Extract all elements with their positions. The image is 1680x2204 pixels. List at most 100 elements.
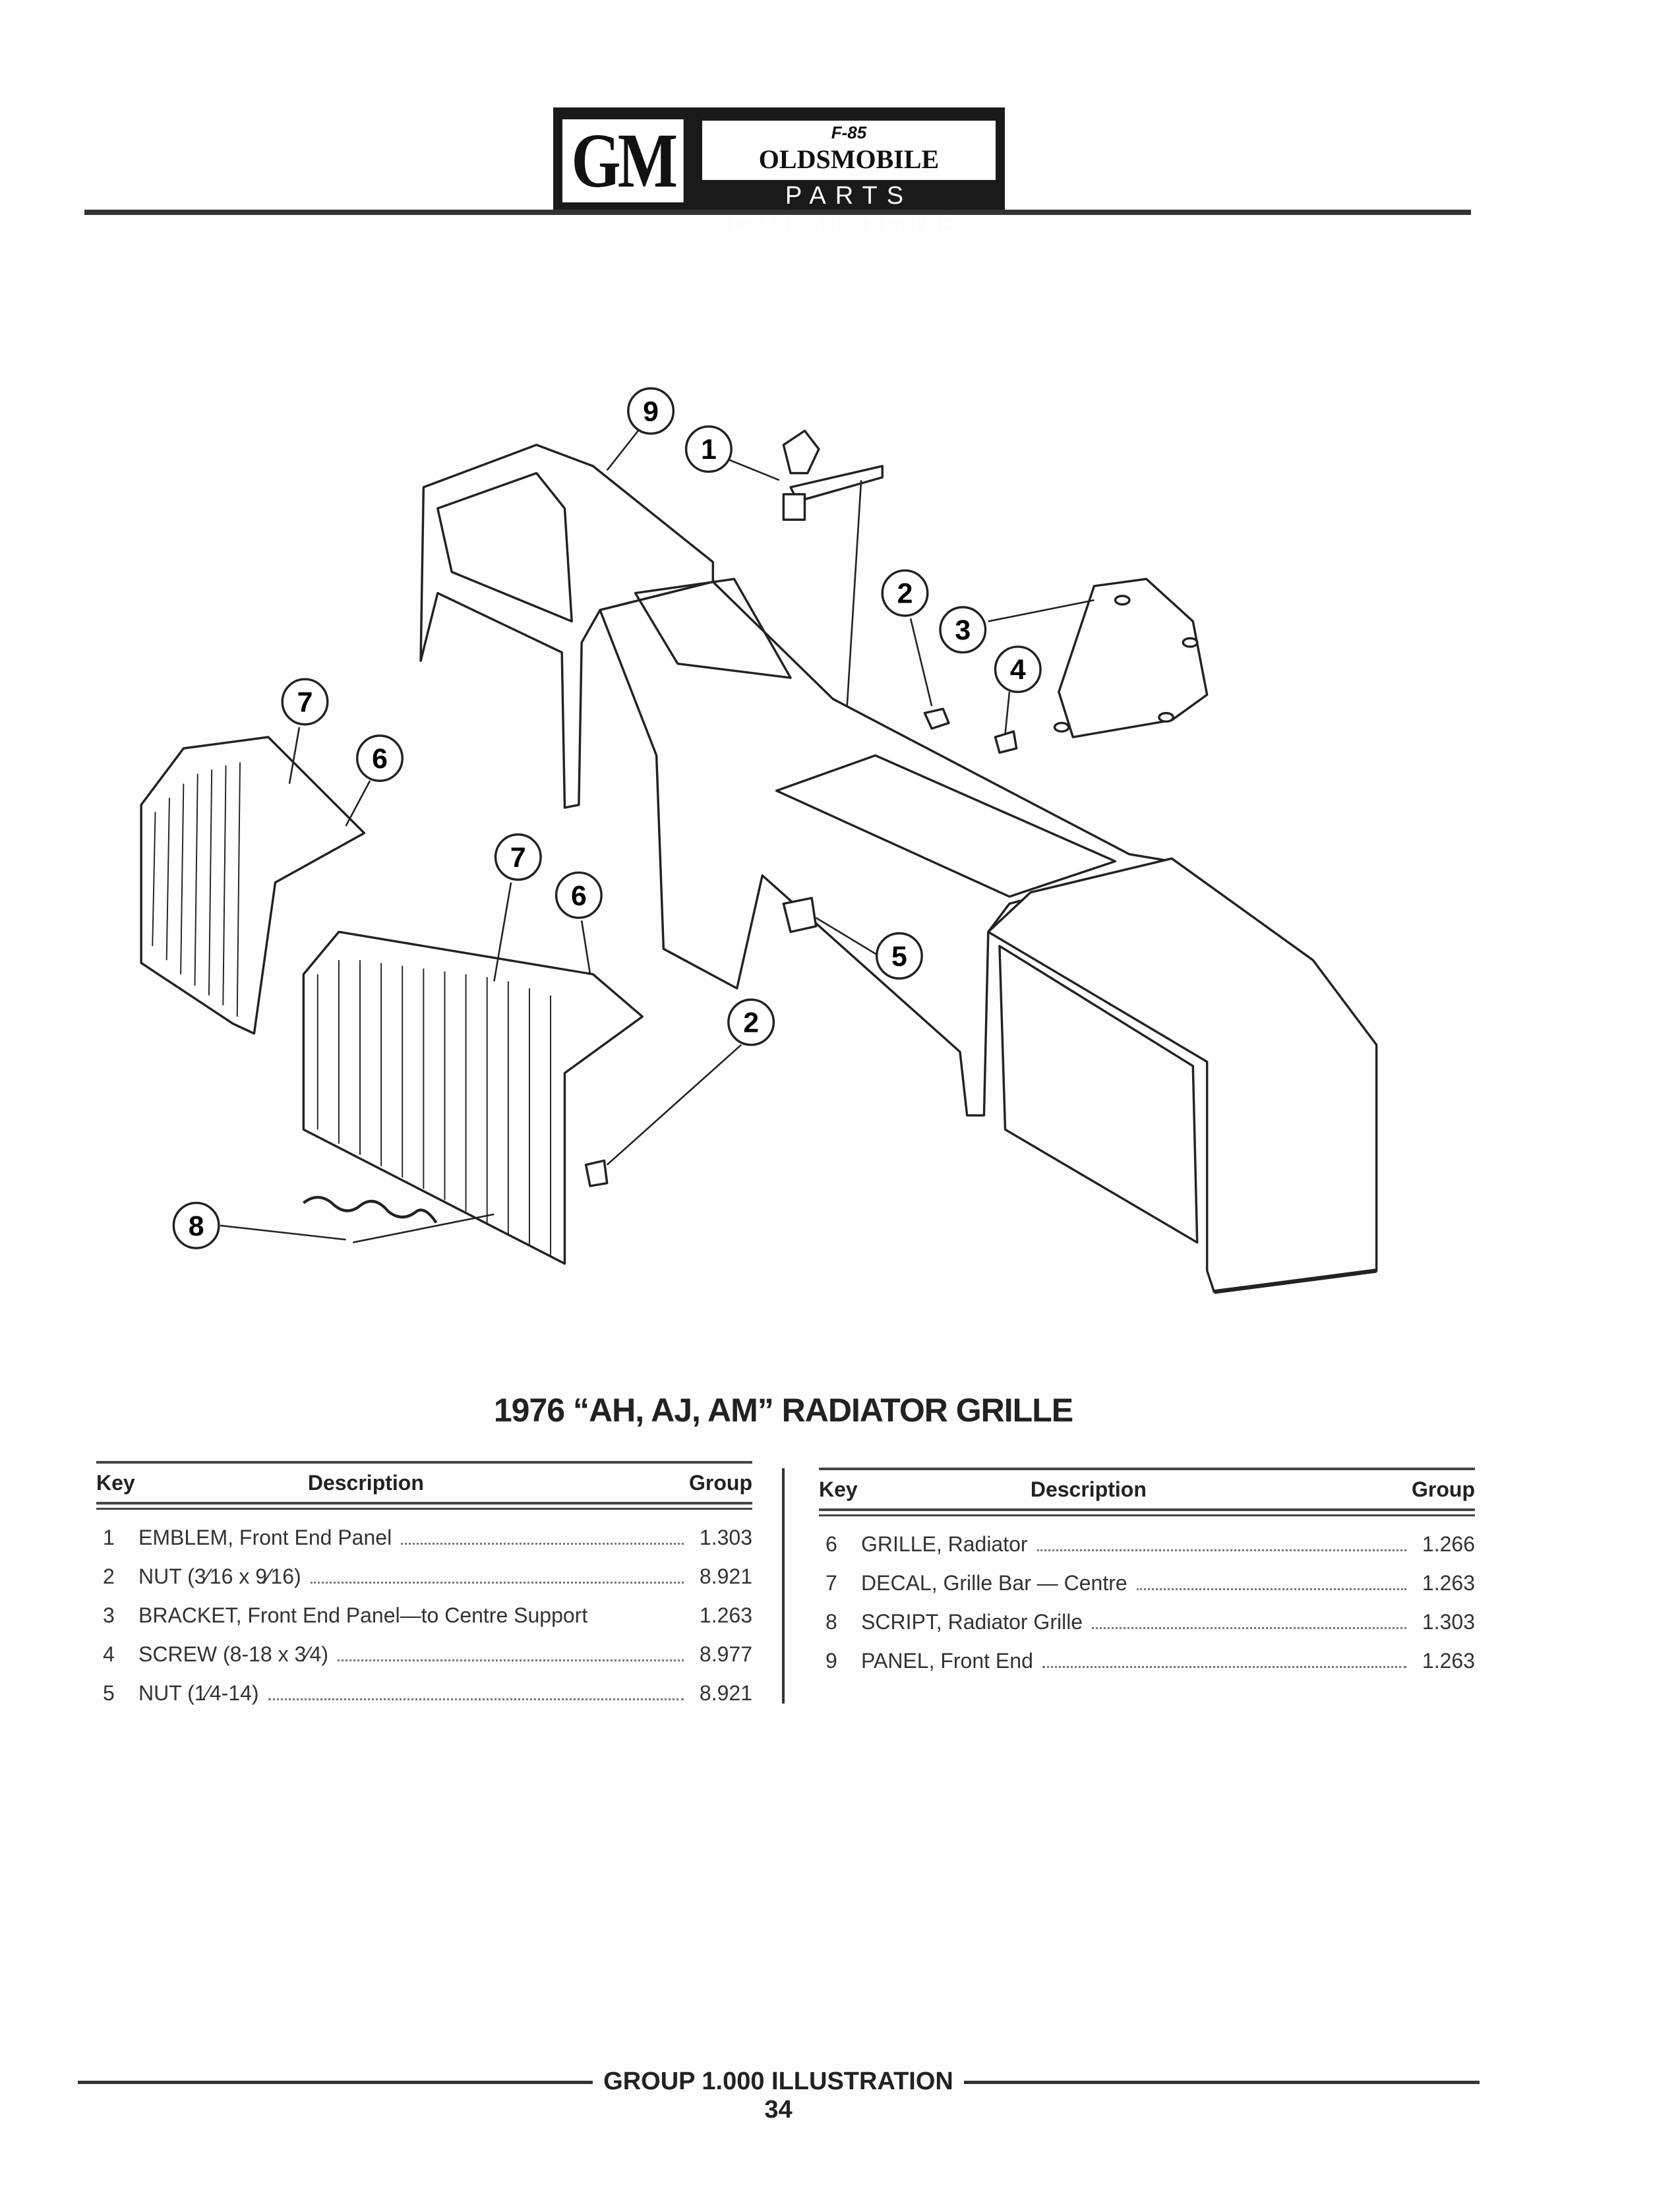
header-description: Description xyxy=(307,1470,424,1495)
footer-rule-right xyxy=(964,2081,1480,2084)
nut xyxy=(923,707,950,730)
leader-line-6 xyxy=(345,780,371,827)
svg-text:6: 6 xyxy=(571,880,587,912)
row-description: GRILLE, Radiator xyxy=(861,1532,1028,1556)
dot-leader xyxy=(338,1659,684,1661)
gm-logo-text: GM xyxy=(562,119,684,202)
row-description: NUT (3⁄16 x 9⁄16) xyxy=(138,1564,301,1588)
emblem xyxy=(782,429,820,475)
svg-text:2: 2 xyxy=(743,1007,759,1039)
callout-2: 2 xyxy=(881,569,929,617)
header-key: Key xyxy=(819,1477,858,1501)
row-group: 1.303 xyxy=(1422,1610,1475,1634)
row-key: 4 xyxy=(103,1642,115,1666)
svg-text:8: 8 xyxy=(189,1210,204,1242)
left-housing-opening xyxy=(436,471,573,623)
oldsmobile-box: F-85 OLDSMOBILE xyxy=(702,121,996,180)
emblem-base xyxy=(782,493,806,521)
leader-line-7 xyxy=(288,727,301,784)
row-group: 1.303 xyxy=(699,1526,752,1549)
row-key: 8 xyxy=(825,1610,837,1634)
footer-rule-left xyxy=(78,2081,593,2084)
right-housing-opening xyxy=(998,945,1199,1244)
row-key: 1 xyxy=(103,1526,115,1549)
row-group: 8.977 xyxy=(699,1642,752,1666)
center-recess-left xyxy=(634,578,792,679)
svg-text:7: 7 xyxy=(510,842,526,874)
leader-line-8b xyxy=(353,1213,495,1243)
row-description: BRACKET, Front End Panel—to Centre Suppo… xyxy=(138,1603,588,1627)
row-group: 1.263 xyxy=(699,1603,752,1627)
row-key: 2 xyxy=(103,1564,115,1588)
row-key: 9 xyxy=(825,1649,837,1673)
leader-line-2 xyxy=(909,618,933,707)
svg-text:3: 3 xyxy=(955,614,971,646)
right-housing-lower-edge xyxy=(1213,1268,1377,1294)
callout-3: 3 xyxy=(939,606,987,654)
table-row: 1 EMBLEM, Front End Panel 1.303 xyxy=(96,1526,752,1564)
row-key: 3 xyxy=(103,1603,115,1627)
front-end-panel-center xyxy=(599,580,1173,1117)
emblem-drop-line xyxy=(846,480,862,706)
parts-table-left: Key Description Group 1 EMBLEM, Front End… xyxy=(96,1461,752,1720)
screw xyxy=(994,730,1018,754)
callout-6b: 6 xyxy=(555,871,603,919)
row-key: 7 xyxy=(825,1571,837,1595)
bracket xyxy=(1058,578,1209,738)
callout-4: 4 xyxy=(994,645,1042,694)
leader-line-3 xyxy=(988,599,1095,622)
row-description: DECAL, Grille Bar — Centre xyxy=(861,1571,1127,1595)
table-header: Key Description Group xyxy=(96,1464,752,1502)
header-group: Group xyxy=(1412,1477,1475,1501)
row-description: NUT (1⁄4-14) xyxy=(138,1681,259,1705)
dot-leader xyxy=(1042,1666,1406,1668)
bracket-hole xyxy=(1053,721,1070,733)
column-divider xyxy=(782,1468,785,1704)
bracket-hole xyxy=(1182,637,1199,648)
svg-text:1: 1 xyxy=(701,434,717,465)
svg-text:5: 5 xyxy=(891,941,907,972)
svg-text:6: 6 xyxy=(372,743,388,775)
row-description: EMBLEM, Front End Panel xyxy=(138,1526,392,1549)
dot-leader xyxy=(1136,1588,1406,1590)
dot-leader xyxy=(1092,1627,1406,1629)
callouts: 9 1 2 3 4 7 6 7 6 5 2 8 xyxy=(172,387,1042,1249)
nut-2b xyxy=(584,1159,609,1187)
table-header-rule xyxy=(96,1502,752,1504)
gm-oldsmobile-logo: GM F-85 OLDSMOBILE PARTS CATALOGUE xyxy=(553,107,1005,239)
callout-1: 1 xyxy=(684,425,733,473)
grille-script xyxy=(303,1195,438,1224)
dot-leader xyxy=(310,1582,684,1584)
callout-2b: 2 xyxy=(727,998,775,1046)
front-end-panel-left-housing xyxy=(419,444,715,809)
oldsmobile-brand: OLDSMOBILE xyxy=(758,144,940,174)
row-description: SCRIPT, Radiator Grille xyxy=(861,1610,1083,1634)
row-group: 8.921 xyxy=(699,1681,752,1705)
table-header-rule-2 xyxy=(96,1508,752,1510)
front-end-panel-right-housing xyxy=(987,857,1378,1294)
row-group: 1.263 xyxy=(1422,1571,1475,1595)
svg-text:9: 9 xyxy=(643,396,659,427)
bracket-hole xyxy=(1114,595,1131,606)
table-header-rule-2 xyxy=(819,1514,1475,1516)
header-description: Description xyxy=(1030,1477,1147,1501)
header-group: Group xyxy=(689,1470,752,1495)
callout-7b: 7 xyxy=(494,833,542,881)
dot-leader xyxy=(401,1543,684,1545)
grille-radiator xyxy=(302,930,644,1265)
leader-line-8 xyxy=(220,1224,346,1241)
leader-line-2b xyxy=(606,1044,742,1166)
callout-8: 8 xyxy=(172,1201,220,1249)
bracket-hole xyxy=(1158,711,1175,723)
nut-5 xyxy=(782,897,818,934)
table-top-rule xyxy=(96,1461,752,1464)
leader-line-1 xyxy=(727,458,780,481)
grille-left-bars xyxy=(152,762,241,1017)
dot-leader xyxy=(1036,1549,1406,1551)
leader-line-5 xyxy=(815,916,878,955)
leader-line-4 xyxy=(1004,692,1011,734)
